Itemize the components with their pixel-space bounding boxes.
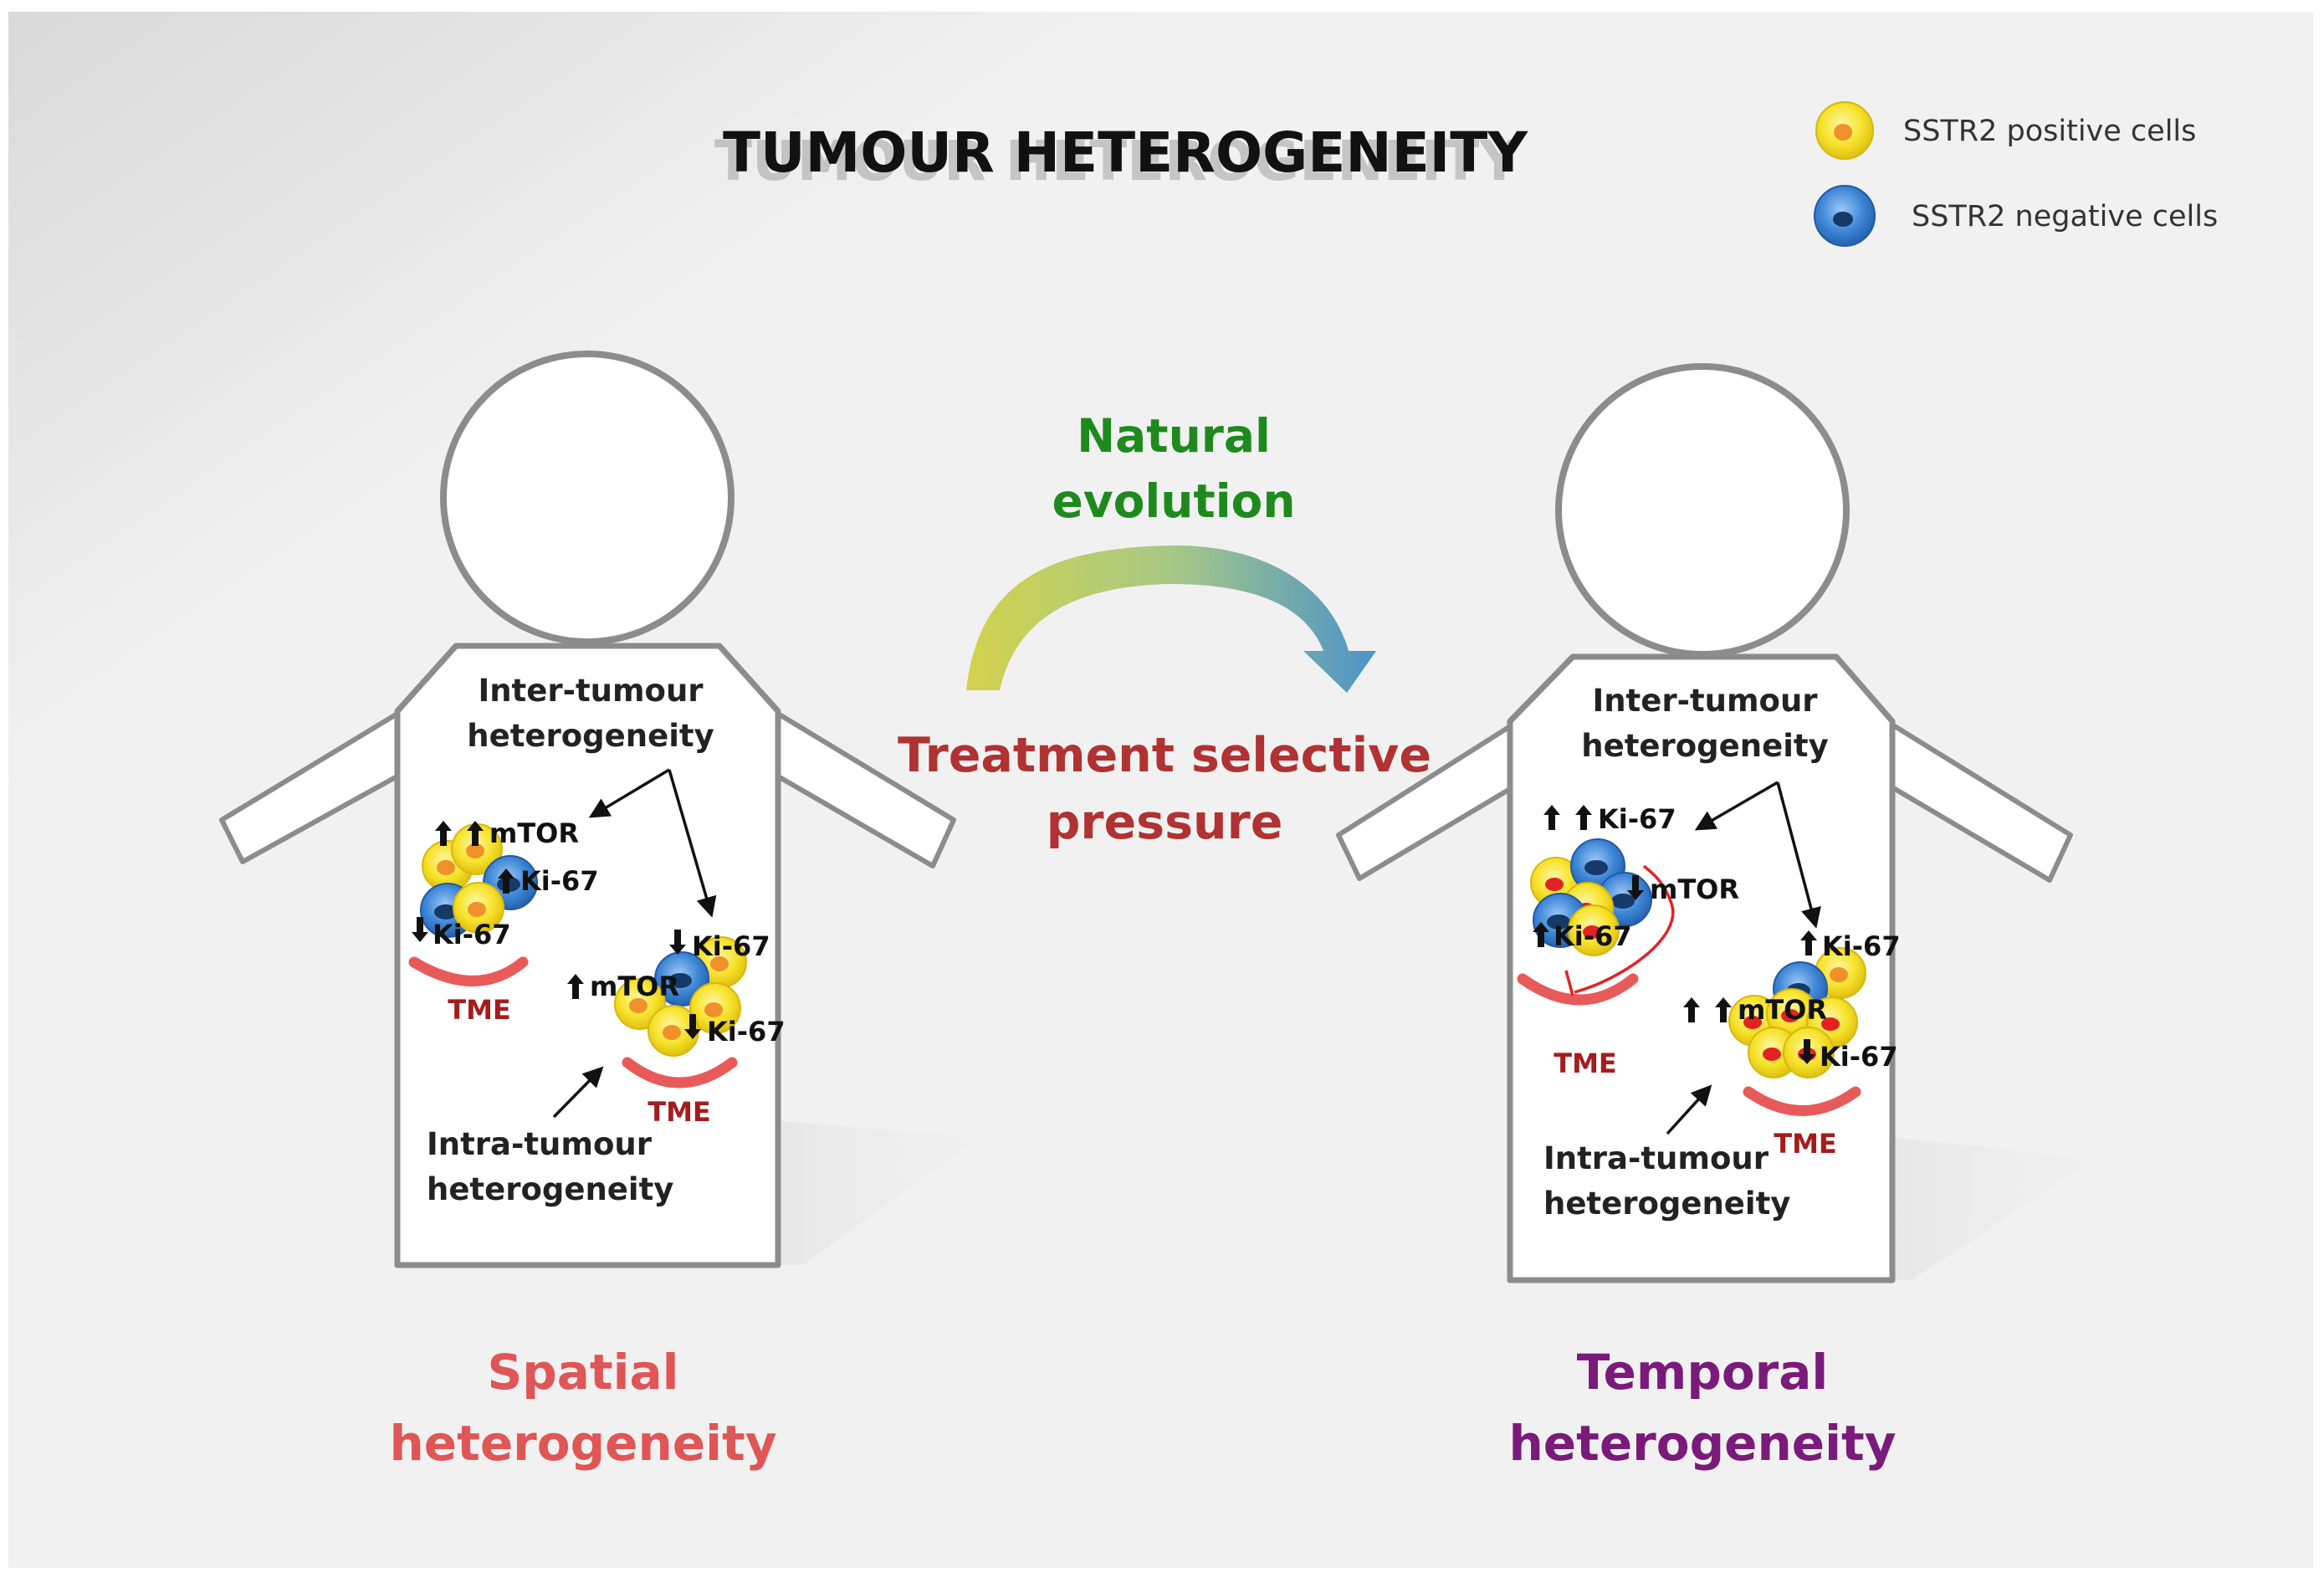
right-marker-ki67-right-low: Ki-67 xyxy=(1820,1041,1898,1073)
treatment-pressure-label-2: pressure xyxy=(1047,795,1283,850)
right-marker-mtor-right: mTOR xyxy=(1738,994,1827,1026)
evolution-arrow xyxy=(966,545,1376,693)
left-figure: Inter-tumour heterogeneity mTOR Ki-67 Ki… xyxy=(219,351,979,1268)
left-intra-label-1: Intra-tumour xyxy=(427,1126,653,1162)
legend-negative-label: SSTR2 negative cells xyxy=(1912,200,2218,233)
right-cluster-a xyxy=(1517,838,1675,1006)
left-tme-arc-a xyxy=(408,956,529,986)
left-inter-arrow-2 xyxy=(668,769,717,918)
left-inter-label-2: heterogeneity xyxy=(467,718,714,754)
right-marker-mtor-mid: mTOR xyxy=(1650,873,1739,905)
left-marker-mtor-top: mTOR xyxy=(489,817,579,849)
left-intra-arrow xyxy=(552,1066,604,1119)
left-tme-arc-b xyxy=(622,1057,738,1089)
left-figure-head xyxy=(440,351,735,645)
legend: SSTR2 positive cells SSTR2 negative cell… xyxy=(1814,101,2218,247)
right-tme-label-b: TME xyxy=(1774,1128,1837,1160)
temporal-caption-1: Temporal xyxy=(1577,1344,1829,1401)
evolution-arrow-shape xyxy=(966,545,1376,693)
left-marker-ki67-low: Ki-67 xyxy=(433,919,511,950)
right-marker-ki67-low: Ki-67 xyxy=(1554,920,1632,952)
right-figure: Inter-tumour heterogeneity Ki-67 mTOR Ki… xyxy=(1336,363,2096,1283)
right-marker-ki67-right-top: Ki-67 xyxy=(1822,930,1901,962)
right-tme-vessel xyxy=(1574,864,1675,994)
right-figure-torso xyxy=(1507,653,1896,1283)
right-tme-vessel xyxy=(1564,970,1574,996)
left-cluster-b xyxy=(614,936,747,1089)
left-marker-ki67-right-low: Ki-67 xyxy=(707,1016,786,1048)
legend-negative-icon xyxy=(1814,185,1876,247)
left-inter-arrow-1 xyxy=(588,768,670,818)
left-intra-label-2: heterogeneity xyxy=(427,1171,673,1207)
right-figure-head xyxy=(1555,363,1850,658)
left-marker-mtor-right: mTOR xyxy=(590,971,679,1002)
left-inter-label-1: Inter-tumour xyxy=(478,673,704,709)
right-cluster-b xyxy=(1728,947,1866,1116)
left-tme-label-a: TME xyxy=(448,994,511,1026)
legend-positive-label: SSTR2 positive cells xyxy=(1903,115,2196,148)
treatment-pressure-label-1: Treatment selective xyxy=(898,728,1431,783)
right-tme-label-a: TME xyxy=(1554,1048,1617,1079)
left-marker-ki67-mid: Ki-67 xyxy=(520,865,599,897)
right-inter-label-2: heterogeneity xyxy=(1581,728,1828,764)
left-tme-label-b: TME xyxy=(648,1096,711,1128)
right-marker-ki67-top: Ki-67 xyxy=(1598,803,1676,835)
right-tme-arc-a xyxy=(1517,973,1639,1006)
temporal-caption-2: heterogeneity xyxy=(1508,1415,1896,1472)
left-marker-ki67-right-top: Ki-67 xyxy=(692,930,770,962)
title-shadow: TUMOUR HETEROGENEITY xyxy=(714,129,1520,193)
right-inter-arrow-2 xyxy=(1776,781,1821,929)
left-figure-torso xyxy=(394,643,781,1268)
legend-positive-icon xyxy=(1815,101,1874,160)
left-cluster-a xyxy=(408,823,538,986)
natural-evolution-label-1: Natural xyxy=(1077,409,1271,463)
natural-evolution-label-2: evolution xyxy=(1052,474,1295,528)
right-inter-label-1: Inter-tumour xyxy=(1592,683,1818,719)
spatial-caption-1: Spatial xyxy=(487,1344,678,1401)
spatial-caption-2: heterogeneity xyxy=(389,1415,776,1472)
right-tme-arc-b xyxy=(1743,1086,1861,1116)
right-intra-label-1: Intra-tumour xyxy=(1543,1140,1769,1176)
right-inter-arrow-1 xyxy=(1694,781,1779,831)
right-intra-arrow xyxy=(1666,1084,1712,1135)
right-intra-label-2: heterogeneity xyxy=(1543,1186,1790,1222)
page-title: TUMOUR HETEROGENEITY xyxy=(723,120,1528,185)
